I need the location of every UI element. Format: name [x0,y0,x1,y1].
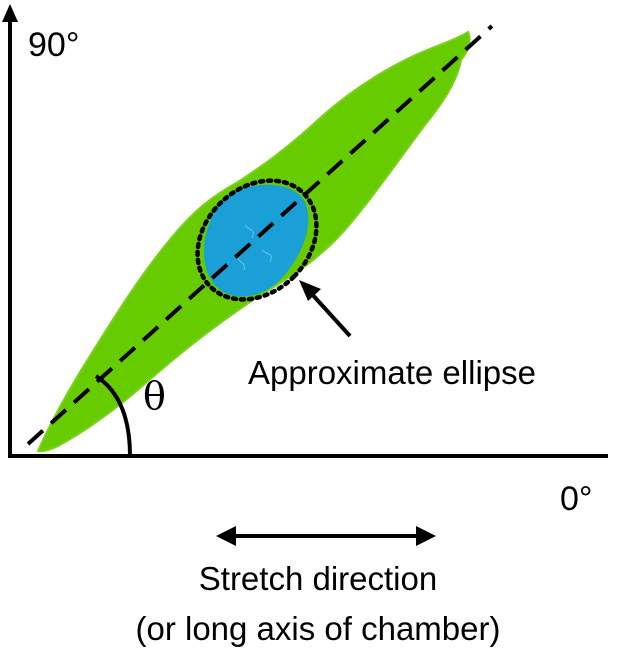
y-axis-max-label: 90° [28,26,79,64]
ellipse-label: Approximate ellipse [248,354,536,391]
long-axis-line [26,24,494,446]
x-axis-zero-label: 0° [560,480,593,518]
nucleus-texture [237,224,272,271]
y-axis-arrowhead [2,4,18,22]
angle-arc [94,374,132,457]
stretch-direction-label: Stretch direction [199,560,437,597]
arrow-up-left-icon [299,280,352,338]
angle-label: θ [143,374,166,418]
stretch-direction-note: (or long axis of chamber) [136,610,501,647]
double-headed-arrow-icon [216,526,436,546]
